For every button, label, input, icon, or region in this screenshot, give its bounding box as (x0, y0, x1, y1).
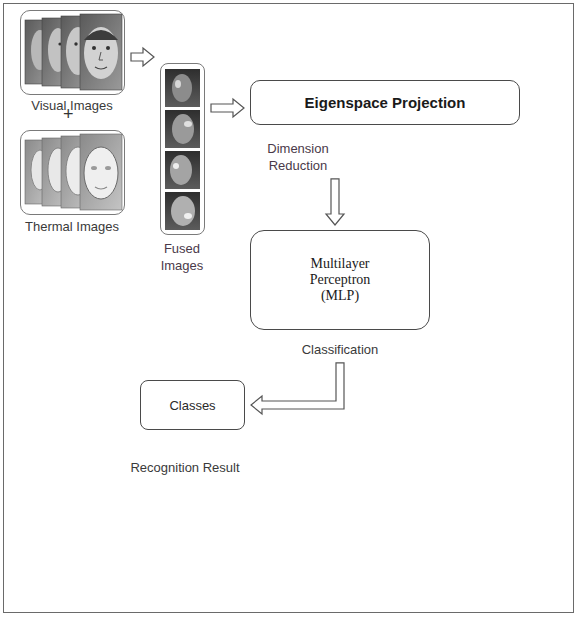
process-box-outline: Eigenspace Projection (250, 80, 520, 125)
image-panel-outline (20, 130, 125, 215)
process-box: Eigenspace ProjectionDimension Reduction (250, 80, 520, 175)
output-box-outline: Classes (140, 380, 245, 430)
output-box: ClassesRecognition Result (140, 380, 245, 477)
block-arrow (131, 48, 154, 66)
box-label: Classes (169, 398, 215, 413)
box-label: Multilayer Perceptron (MLP) (293, 256, 388, 304)
box-label: Eigenspace Projection (305, 94, 466, 111)
image-panel-outline (20, 10, 125, 95)
image-panel: Thermal Images (20, 130, 125, 236)
image-panel: Fused Images (160, 63, 205, 275)
plus-sign: + (63, 104, 74, 125)
caption-label: Thermal Images (7, 219, 137, 236)
block-arrow (211, 99, 244, 117)
visual-face-images (25, 14, 122, 90)
block-arrow (251, 363, 344, 414)
block-arrow (326, 179, 344, 225)
caption-label: Dimension Reduction (253, 141, 343, 175)
thermal-face-images (25, 134, 122, 210)
fused-face-images (165, 69, 200, 230)
caption-label: Classification (275, 342, 405, 359)
image-panel: Visual Images (20, 10, 125, 115)
process-box-outline: Multilayer Perceptron (MLP) (250, 230, 430, 330)
process-box: Multilayer Perceptron (MLP) Classificatio… (250, 230, 430, 359)
image-panel-outline (160, 63, 205, 235)
caption-label: Fused Images (152, 241, 212, 275)
outer-frame (4, 4, 574, 613)
caption-label: Recognition Result (105, 460, 265, 477)
